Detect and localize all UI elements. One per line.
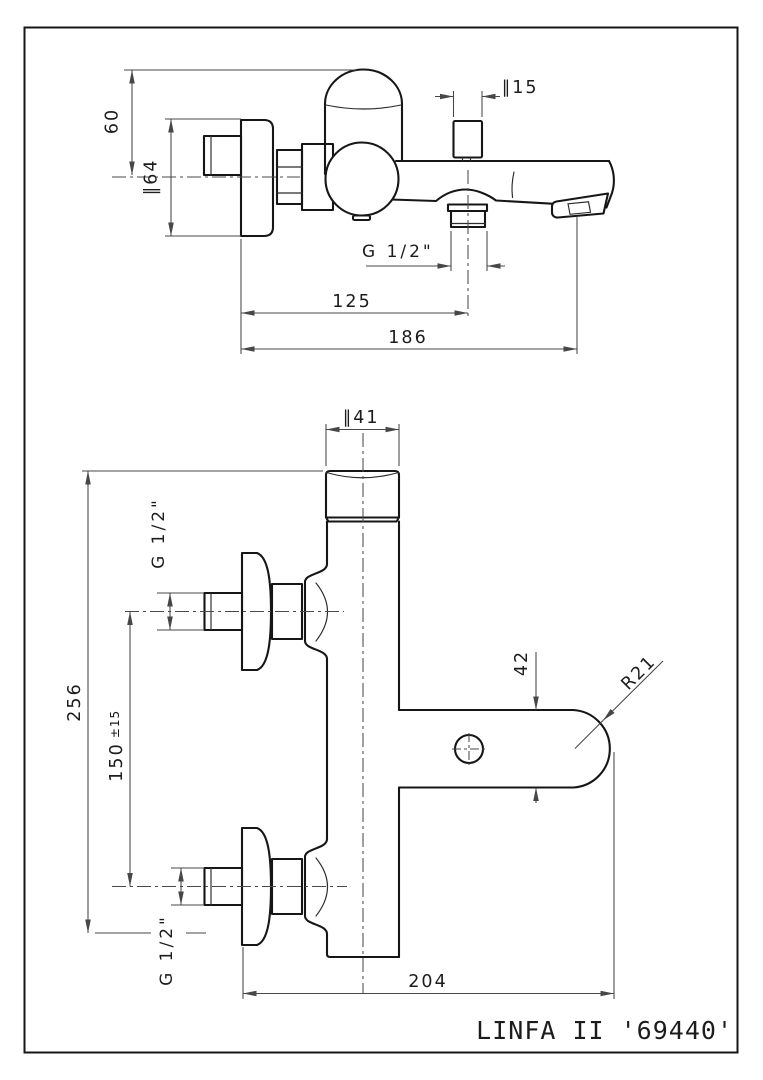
handle-hub bbox=[324, 141, 400, 217]
title-model-number: LINFA II '69440' bbox=[476, 1016, 733, 1045]
dim-g12-outlet-label: G 1/2" bbox=[362, 242, 434, 262]
handle-plate bbox=[397, 708, 611, 789]
dim-125-label: 125 bbox=[332, 292, 371, 312]
diverter-knob bbox=[452, 119, 484, 159]
side-view-centerlines bbox=[112, 170, 469, 318]
dim-150-label: 150 bbox=[107, 742, 127, 781]
dim-41-label: ∥41 bbox=[342, 408, 379, 428]
shower-dome bbox=[323, 68, 404, 176]
front-view-centerlines bbox=[112, 433, 488, 993]
front-view-dimensions: ∥41 G 1/2" 256 150 ±15 42 R21 bbox=[65, 408, 664, 999]
dim-256-label: 256 bbox=[65, 682, 85, 721]
body-tube-left-outline bbox=[303, 520, 401, 959]
side-view-geometry bbox=[202, 68, 615, 238]
spout-underside bbox=[389, 188, 554, 205]
aerator bbox=[550, 192, 610, 219]
side-view: 60 ∥64 ∥15 G 1/2" 125 186 bbox=[103, 68, 615, 354]
radius-leader-inner bbox=[574, 720, 604, 749]
union-nut bbox=[275, 148, 304, 206]
aerator-insert bbox=[567, 201, 592, 215]
wall-inlet-nipple bbox=[202, 134, 243, 177]
dim-g12-lower-label: G 1/2" bbox=[157, 914, 177, 986]
dim-r21-label: R21 bbox=[618, 652, 661, 695]
union-nut-lines bbox=[276, 166, 303, 194]
dim-64-label: ∥64 bbox=[142, 158, 162, 195]
drawing-border bbox=[23, 26, 739, 1054]
dim-42-label: 42 bbox=[512, 650, 532, 676]
spout-parting-tick bbox=[511, 171, 515, 199]
front-view-geometry bbox=[203, 469, 611, 959]
shower-dome-face-line bbox=[325, 104, 402, 110]
spout-end-face bbox=[605, 159, 615, 209]
radius-leader-outer bbox=[602, 660, 664, 721]
dim-60-label: 60 bbox=[103, 108, 123, 134]
dim-204-label: 204 bbox=[408, 972, 447, 992]
side-view-dimensions: 60 ∥64 ∥15 G 1/2" 125 186 bbox=[103, 69, 578, 354]
front-view: ∥41 G 1/2" 256 150 ±15 42 R21 bbox=[65, 408, 664, 999]
dim-g12-upper-label: G 1/2" bbox=[149, 497, 169, 569]
handle-hub-cap bbox=[351, 214, 372, 222]
diverter-knob-neck bbox=[461, 156, 472, 162]
wall-flange bbox=[239, 118, 275, 238]
dim-186-label: 186 bbox=[388, 328, 427, 348]
dim-15-label: ∥15 bbox=[501, 78, 538, 98]
lower-inlet-intersection-arc bbox=[315, 857, 328, 917]
dim-150-tolerance-label: ±15 bbox=[108, 710, 122, 738]
